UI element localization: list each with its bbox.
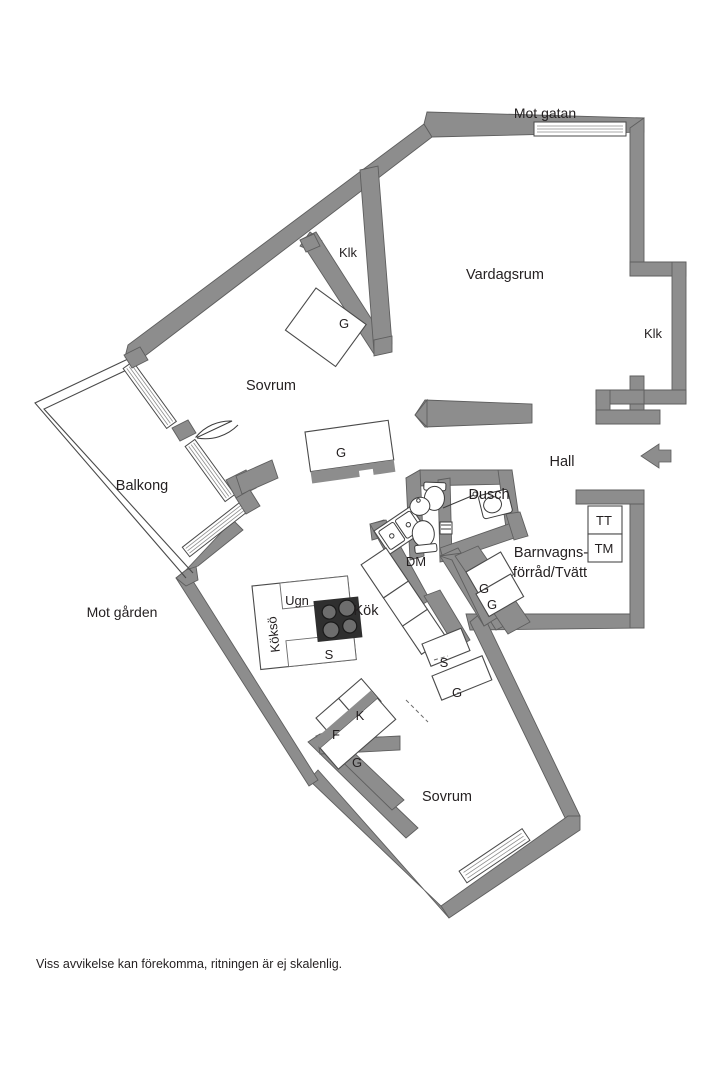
entrance-arrow-icon [640,443,672,469]
label-closet-barn-g1: G [479,581,489,596]
label-room-balkong: Balkong [116,478,168,494]
closet-kok-g-box [431,655,493,701]
laundry-stack [587,505,623,563]
balcony-glazing [122,346,279,558]
label-room-hall: Hall [550,454,575,470]
window-bedroom-bottom [458,828,531,884]
label-closet-barn-g2: G [487,597,497,612]
windows [458,121,627,884]
closet-barn-g2 [475,573,525,618]
label-direction-courtyard: Mot gården [87,604,158,620]
label-room-kok: Kök [354,603,380,619]
label-sink-small: S [440,655,449,670]
label-stove-sink: S [325,647,334,662]
label-oven: Ugn [285,593,309,608]
label-room-barnvagn-line2: förråd/Tvätt [513,565,587,581]
label-closet-top-klk-g: G [339,316,349,331]
label-fridge: F [332,727,340,742]
label-room-barnvagn-line1: Barnvagns- [514,545,588,561]
label-room-klk-top: Klk [339,245,358,260]
label-room-sovrum-bottom: Sovrum [422,789,472,805]
label-closet-mid-g: G [336,445,346,460]
label-freezer: K [356,708,365,723]
closet-run-kitchen [421,627,471,667]
label-room-sovrum-top: Sovrum [246,378,296,394]
label-dishwasher: DM [406,554,426,569]
bathroom-fixtures [409,481,513,554]
closet-mid-g [304,419,396,484]
label-kitchen-island: Köksö [264,616,283,654]
label-room-vardagsrum: Vardagsrum [466,267,544,283]
label-room-klk-right: Klk [644,326,663,341]
balcony-outline [34,358,194,579]
labels: Mot gatan Mot gården Vardagsrum Sovrum S… [87,105,663,805]
footer-disclaimer: Viss avvikelse kan förekomma, ritningen … [36,957,342,971]
kitchen-island-block [251,575,363,671]
cabinets [251,287,623,770]
label-tumble-dryer: TT [596,513,612,528]
closet-top-klk-g [284,287,367,368]
label-closet-bottom-g: G [352,755,362,770]
label-direction-street: Mot gatan [514,105,576,121]
label-washing-machine: TM [595,541,614,556]
label-closet-kok-g: G [452,685,462,700]
closet-bottom-g-run [313,690,397,770]
label-room-dusch: Dusch [468,487,509,503]
